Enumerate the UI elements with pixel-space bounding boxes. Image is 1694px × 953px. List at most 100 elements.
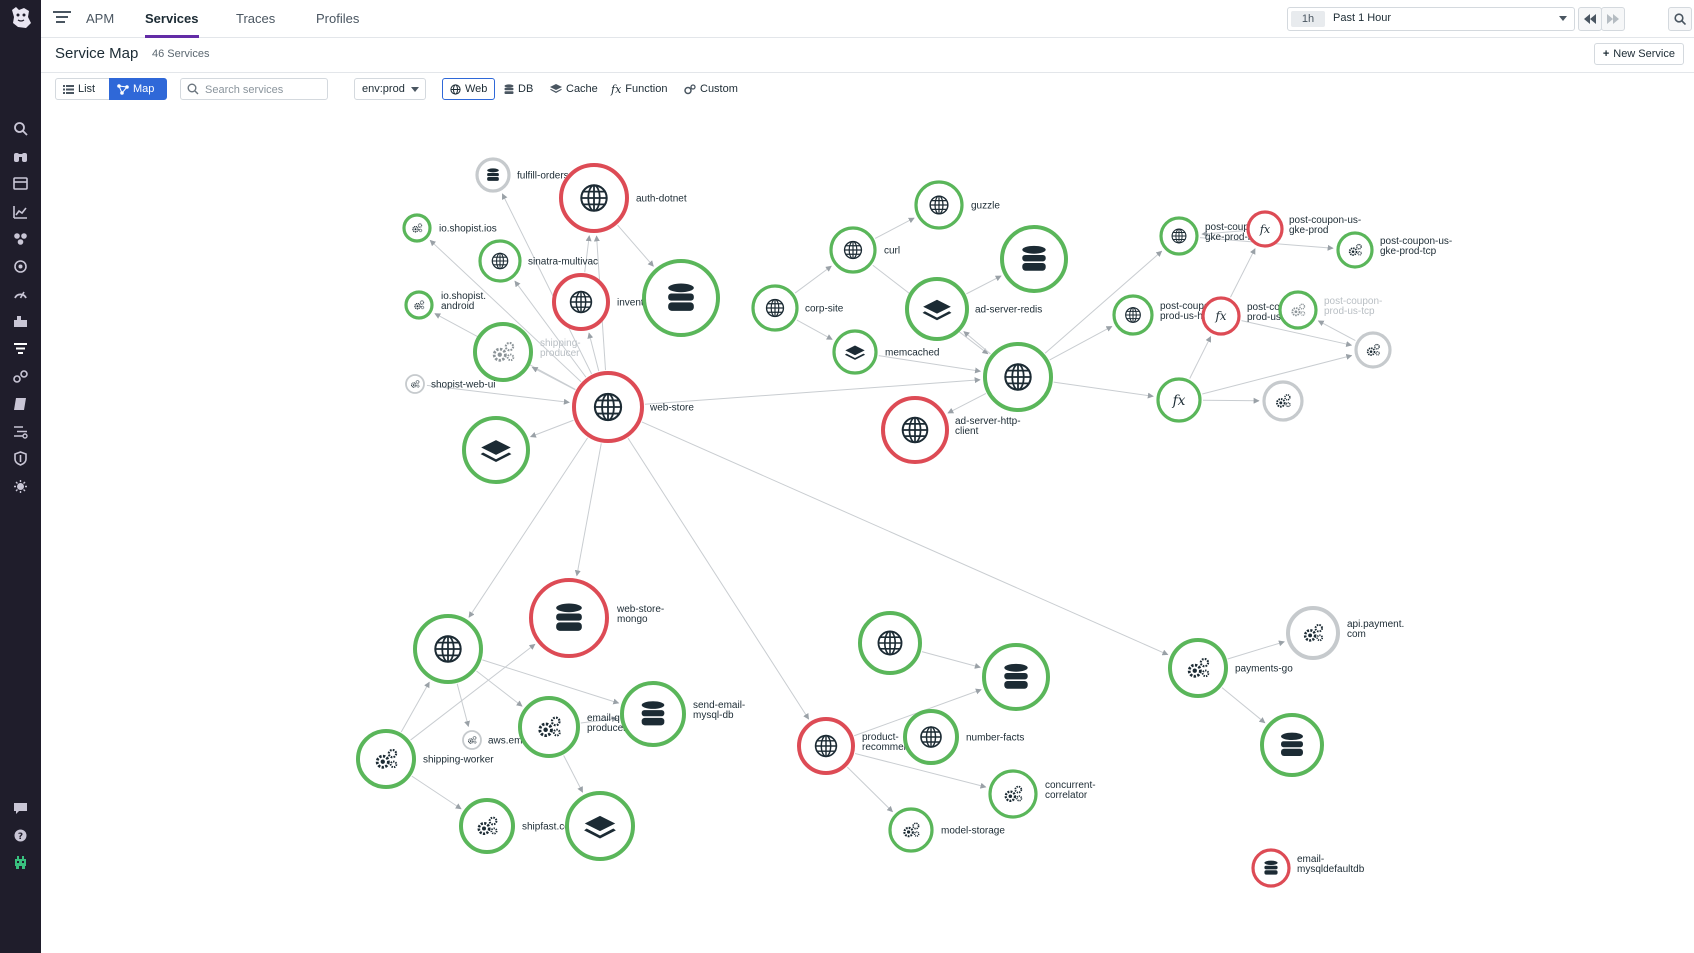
service-node-db-c[interactable]	[982, 643, 1050, 711]
search-input[interactable]	[203, 81, 327, 99]
tab-traces[interactable]: Traces	[236, 11, 276, 26]
service-node-pc-gke-prod[interactable]: post-coupon-us-gke-prod	[1246, 210, 1361, 248]
watchdog-icon[interactable]	[11, 284, 30, 303]
filter-web-button[interactable]: Web	[442, 78, 495, 100]
service-node-email-queue-producer[interactable]: email-queue-producer	[518, 696, 645, 758]
service-node-memcached[interactable]: memcached	[832, 329, 939, 375]
service-node-shipfast-cache[interactable]	[565, 791, 635, 861]
user-icon[interactable]	[11, 853, 30, 872]
service-label: email-mysqldefaultdb	[1297, 854, 1365, 875]
service-node-web-b[interactable]	[413, 614, 483, 684]
zoom-button[interactable]	[1668, 7, 1692, 31]
filter-db-label: DB	[518, 83, 534, 95]
rum-icon[interactable]	[11, 477, 30, 496]
service-node-number-facts[interactable]: number-facts	[903, 709, 1024, 765]
service-node-io-shopist-android[interactable]: io.shopist.android	[404, 290, 486, 320]
service-node-curl[interactable]: curl	[829, 226, 900, 274]
menu-icon[interactable]	[53, 10, 73, 26]
chat-icon[interactable]	[11, 799, 30, 818]
infrastructure-icon[interactable]	[11, 312, 30, 331]
service-node-sinatra-multivac[interactable]: sinatra-multivac	[478, 239, 598, 283]
service-node-shipping-producer[interactable]: shipping-producer	[473, 322, 581, 382]
globe-icon	[901, 416, 929, 444]
notebooks-icon[interactable]	[11, 394, 30, 413]
service-node-api-payment[interactable]: api.payment.com	[1286, 606, 1404, 660]
filter-custom-button[interactable]: Custom	[677, 78, 745, 100]
dashboard-icon[interactable]	[11, 174, 30, 193]
service-node-web-store-mongo[interactable]: web-store-mongo	[529, 578, 664, 658]
service-node-pc-prod-us-tcp[interactable]: post-coupon-prod-us-tcp	[1278, 290, 1382, 330]
search-icon	[187, 83, 199, 95]
service-node-concurrent-correlator[interactable]: concurrent-correlator	[988, 769, 1096, 819]
service-node-email-mysqldefaultdb[interactable]: email-mysqldefaultdb	[1251, 848, 1365, 888]
filter-function-button[interactable]: fx Function	[604, 78, 674, 100]
filter-function-label: Function	[625, 83, 668, 95]
edge-auth-dotnet-to-inventory-db	[617, 224, 654, 267]
service-node-payments-go[interactable]: payments-go	[1168, 638, 1293, 698]
service-node-corp-site[interactable]: corp-site	[751, 284, 844, 332]
binoculars-icon[interactable]	[11, 146, 30, 165]
service-node-guzzle[interactable]: guzzle	[914, 180, 1000, 230]
service-node-pc-prod-http[interactable]: post-coupon-prod-us-http-cl...	[1112, 294, 1233, 336]
service-node-pc-prod-us[interactable]: post-coupon-prod-us	[1201, 296, 1305, 336]
service-node-fulfill-orders[interactable]: fulfill-orders	[475, 157, 569, 193]
edge-web-store-to-shipping-producer	[531, 366, 576, 391]
filter-cache-button[interactable]: Cache	[543, 78, 601, 100]
service-node-ad-server-http-client[interactable]: ad-server-http-client	[881, 396, 1021, 464]
list-view-button[interactable]: List	[55, 78, 110, 100]
service-node-model-storage[interactable]: model-storage	[888, 807, 1005, 853]
app-title[interactable]: APM	[86, 11, 115, 26]
service-label: fulfill-orders	[517, 171, 569, 182]
globe-icon	[1125, 307, 1141, 323]
env-select[interactable]: env:prod	[354, 78, 426, 100]
service-node-send-email-mysql-db[interactable]: send-email-mysql-db	[620, 681, 745, 747]
filter-db-button[interactable]: DB	[497, 78, 539, 100]
service-map[interactable]: fx fulfill-ordersauth-dotnetio.shopist.i…	[41, 109, 1694, 953]
service-node-shipping-worker[interactable]: shipping-worker	[356, 729, 494, 789]
service-node-pc-gke-tcp[interactable]: post-coupon-us-gke-prod-tcp	[1336, 231, 1452, 269]
service-label-line: shopist-web-ui	[431, 380, 495, 391]
integrations-icon[interactable]	[11, 229, 30, 248]
service-label-line: model-storage	[941, 826, 1005, 837]
service-node-inventory-db[interactable]	[642, 259, 720, 337]
edge-web-b-to-email-queue-producer	[476, 670, 523, 707]
map-view-button[interactable]: Map	[109, 78, 167, 100]
tab-profiles[interactable]: Profiles	[316, 11, 360, 26]
service-node-function-f[interactable]	[1156, 377, 1202, 423]
apm-icon[interactable]	[11, 339, 30, 358]
time-range-picker[interactable]: 1h Past 1 Hour	[1287, 7, 1575, 31]
globe-icon	[920, 726, 942, 748]
monitors-icon[interactable]	[11, 257, 30, 276]
service-node-shipfast-custom[interactable]: shipfast.com	[459, 798, 578, 854]
service-node-custom-r[interactable]	[1354, 331, 1392, 369]
edge-ad-server-to-ad-server-redis	[963, 331, 991, 355]
service-label: model-storage	[941, 826, 1005, 837]
logs-icon[interactable]	[11, 422, 30, 441]
new-service-button[interactable]: +New Service	[1593, 43, 1684, 65]
datadog-logo-icon[interactable]	[7, 4, 34, 31]
step-forward-button[interactable]	[1601, 7, 1625, 31]
ci-icon[interactable]	[11, 367, 30, 386]
service-node-io-shopist-ios[interactable]: io.shopist.ios	[402, 213, 497, 243]
service-label: concurrent-correlator	[1045, 780, 1096, 801]
service-node-aws-email[interactable]: aws.email	[462, 730, 532, 750]
service-node-auth-dotnet[interactable]: auth-dotnet	[559, 163, 687, 233]
service-node-shopist-web-ui[interactable]: shopist-web-ui	[405, 374, 495, 394]
step-back-button[interactable]	[1578, 7, 1602, 31]
metrics-icon[interactable]	[11, 202, 30, 221]
service-node-custom-r2[interactable]	[1262, 380, 1304, 422]
service-node-db-redis[interactable]	[1000, 225, 1068, 293]
service-node-cache-a[interactable]	[462, 416, 530, 484]
service-node-product-recommendation[interactable]: product-recommendati...	[797, 717, 934, 775]
service-node-db-payments[interactable]	[1260, 713, 1324, 777]
security-icon[interactable]	[11, 449, 30, 468]
service-node-ad-server[interactable]	[983, 342, 1053, 412]
service-node-web-c[interactable]	[858, 611, 922, 675]
database-icon	[487, 168, 499, 181]
tab-services[interactable]: Services	[145, 11, 199, 38]
search-icon[interactable]	[11, 119, 30, 138]
service-node-web-store[interactable]: web-store	[572, 371, 694, 443]
service-node-ad-server-redis[interactable]: ad-server-redis	[905, 277, 1042, 341]
help-icon[interactable]: ?	[11, 826, 30, 845]
service-node-pc-gke-http[interactable]: post-coupon-us-gke-prod-http...	[1159, 216, 1277, 256]
